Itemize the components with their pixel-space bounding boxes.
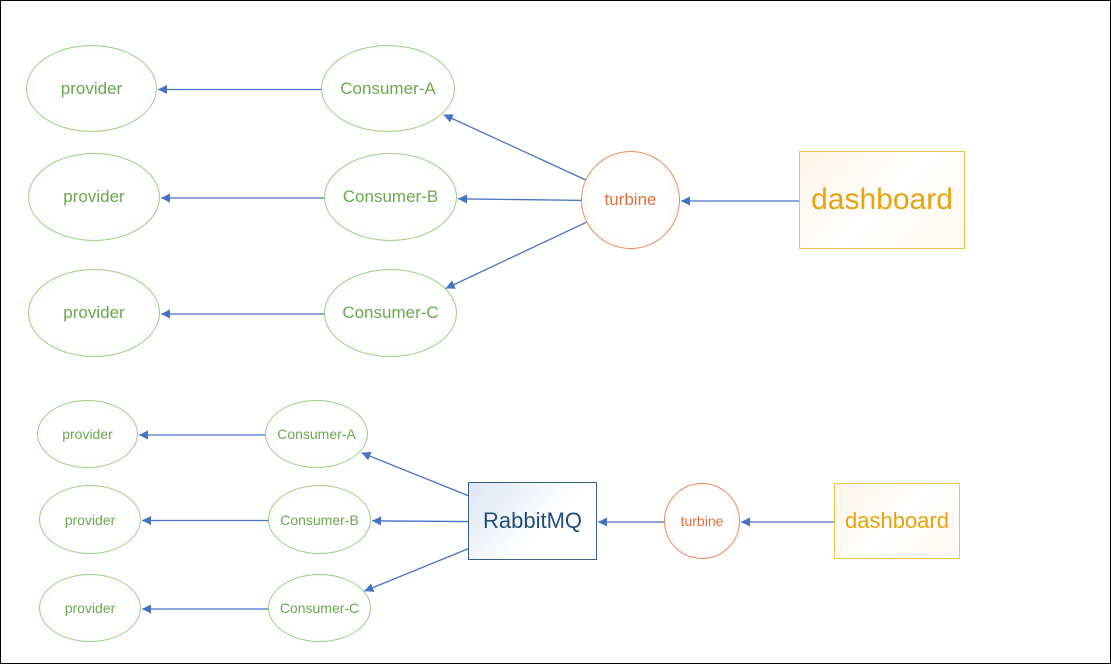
node-label: provider <box>62 426 113 442</box>
top-consumer-a: Consumer-A <box>321 45 455 132</box>
bottom-provider-3: provider <box>39 574 141 642</box>
node-label: RabbitMQ <box>482 508 583 533</box>
bottom-provider-1: provider <box>37 400 138 468</box>
arrow-bottom-rabbitmq-to-bottom-consumer-a <box>361 451 470 497</box>
top-turbine: turbine <box>581 151 680 249</box>
arrow-bottom-rabbitmq-to-bottom-consumer-b <box>371 516 470 526</box>
top-provider-1: provider <box>26 45 157 132</box>
node-label: dashboard <box>811 183 953 216</box>
node-label: provider <box>63 303 125 322</box>
node-label: dashboard <box>845 508 949 533</box>
node-label: provider <box>60 78 123 98</box>
node-label: turbine <box>604 190 657 209</box>
bottom-consumer-c: Consumer-C <box>268 574 371 642</box>
node-label: Consumer-B <box>342 187 439 206</box>
top-provider-3: provider <box>28 269 160 357</box>
top-consumer-c: Consumer-C <box>324 269 457 357</box>
top-consumer-b: Consumer-B <box>324 153 457 241</box>
bottom-provider-2: provider <box>39 485 141 554</box>
node-label: Consumer-C <box>279 600 360 616</box>
node-label: provider <box>64 600 116 616</box>
node-label: turbine <box>680 513 724 529</box>
node-label: provider <box>63 187 125 206</box>
node-label: Consumer-C <box>342 303 439 322</box>
bottom-rabbitmq: RabbitMQ <box>468 482 597 560</box>
bottom-dashboard: dashboard <box>834 483 960 559</box>
arrow-bottom-rabbitmq-to-bottom-consumer-c <box>364 547 470 592</box>
arrow-top-turbine-to-top-consumer-a <box>443 114 587 181</box>
node-label: Consumer-B <box>280 511 359 528</box>
top-dashboard: dashboard <box>799 151 965 249</box>
bottom-consumer-a: Consumer-A <box>265 400 368 468</box>
arrow-top-turbine-to-top-consumer-c <box>445 221 588 290</box>
bottom-consumer-b: Consumer-B <box>268 485 371 554</box>
node-label: Consumer-A <box>340 78 436 98</box>
arrow-top-turbine-to-top-consumer-b <box>457 194 583 204</box>
node-label: Consumer-A <box>277 426 356 442</box>
top-provider-2: provider <box>28 153 160 241</box>
node-label: provider <box>64 511 116 528</box>
bottom-turbine: turbine <box>664 483 740 559</box>
